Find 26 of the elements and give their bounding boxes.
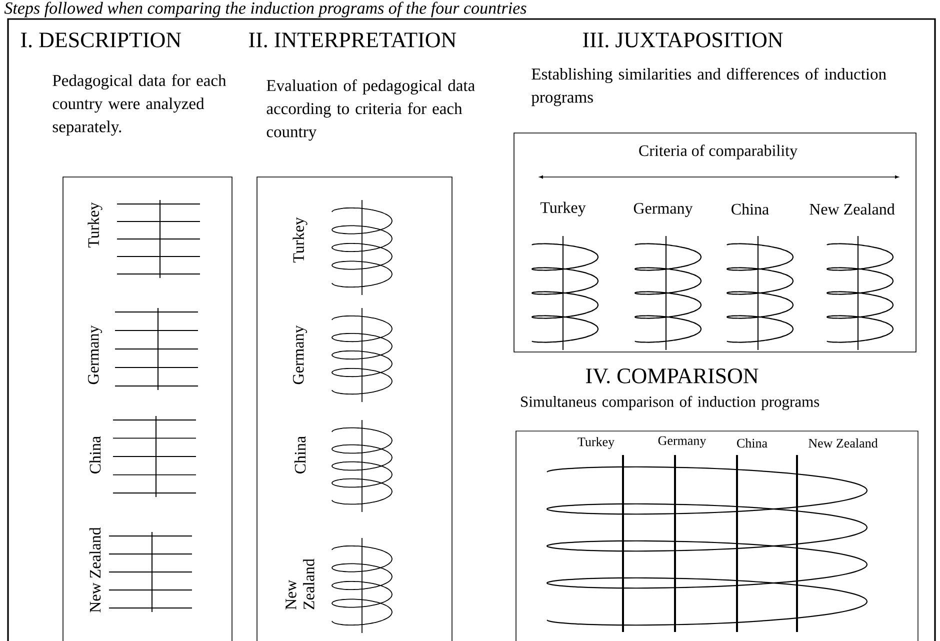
country-label: China [294,436,306,474]
figure-title: Steps followed when comparing the induction programs of the four countries [4,2,526,18]
country-label: Germany [88,325,102,384]
section-heading: IV. COMPARISON [586,368,758,384]
country-label: China [737,438,768,448]
section-heading: I. DESCRIPTION [21,32,182,48]
country-label: Turkey [578,437,614,449]
country-label: New Zealand [808,438,878,448]
country-label: China [732,203,769,215]
country-label: New Zealand [89,527,101,612]
country-label: Turkey [292,217,308,263]
criteria-label: Criteria of comparability [639,144,798,160]
country-label: China [89,436,101,474]
section-heading: III. JUXTAPOSITION [583,32,783,48]
country-label: Germany [634,203,693,218]
country-label: Turkey [540,202,586,216]
description-text: Establishing similarities and differences of induction programs [531,68,886,106]
country-label: Germany [658,436,706,448]
section-heading: II. INTERPRETATION [249,32,456,48]
country-label: New Zealand [286,558,314,610]
country-label: Turkey [88,202,102,248]
description-text: Simultaneus comparison of induction programs [521,396,820,410]
country-label: Germany [293,325,308,384]
description-text: Evaluation of pedagogical data according to criteria for each country [266,79,475,141]
country-label: New Zealand [810,203,895,215]
description-text: Pedagogical data for each country were analyzed separately. [52,74,226,136]
